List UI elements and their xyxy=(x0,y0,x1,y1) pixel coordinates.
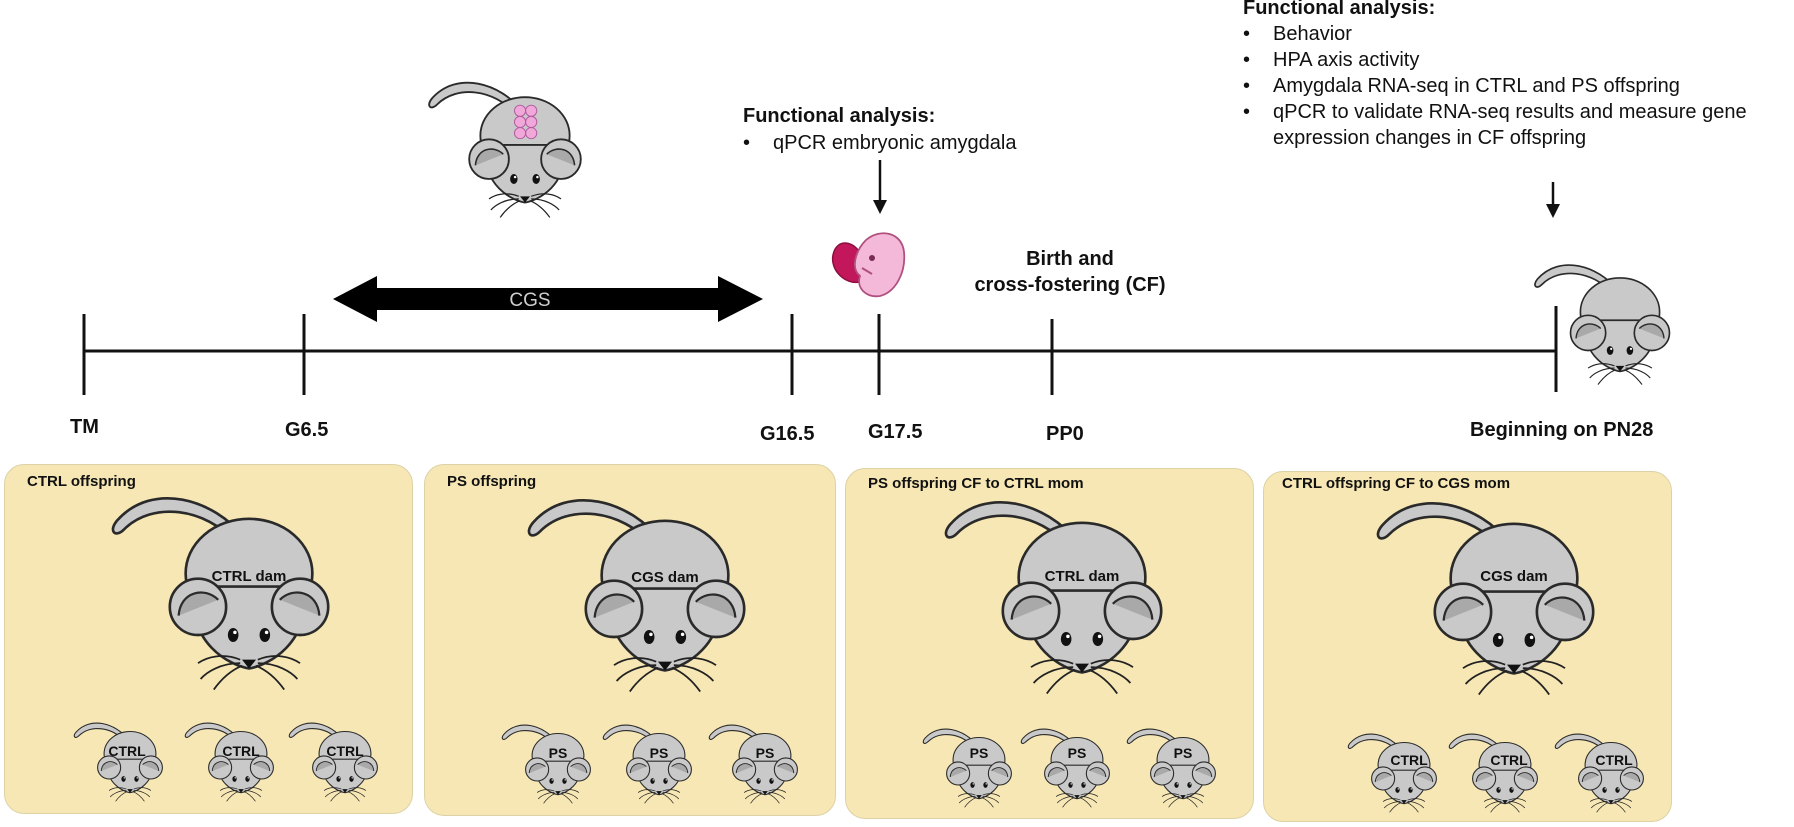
pup-label: CTRL xyxy=(326,743,364,759)
birth-label-line1: Birth and xyxy=(1026,248,1114,270)
pregnant-mouse-icon xyxy=(428,81,582,219)
tick-label-g17_5: G17.5 xyxy=(868,421,923,443)
panel-mice xyxy=(501,498,798,804)
pup-label: PS xyxy=(1173,745,1193,761)
pup-mouse-icon xyxy=(1448,733,1538,813)
pup-label: CTRL xyxy=(1390,752,1428,768)
pup-mouse-icon xyxy=(1126,728,1216,808)
panel-ps-cf-ctrl: PS offspring CF to CTRL mom CTRL dam PS … xyxy=(845,468,1254,819)
tick-label-g16_5: G16.5 xyxy=(760,423,815,445)
postnatal-analysis-item: HPA axis activity xyxy=(1243,47,1791,73)
pup-mouse-icon xyxy=(922,728,1012,808)
embryo-icon xyxy=(831,232,906,298)
pup-mouse-icon xyxy=(501,724,591,804)
dam-label: CGS dam xyxy=(1480,568,1548,585)
postnatal-analysis-block: Functional analysis: Behavior HPA axis a… xyxy=(1243,0,1791,151)
pup-mouse-icon xyxy=(602,724,692,804)
pup-label: CTRL xyxy=(108,743,146,759)
panel-mice xyxy=(1347,501,1644,813)
tick-label-pp0: PP0 xyxy=(1046,423,1084,445)
pup-mouse-icon xyxy=(73,722,163,802)
embryonic-analysis-block: Functional analysis: qPCR embryonic amyg… xyxy=(743,105,1016,156)
pup-mouse-icon xyxy=(708,724,798,804)
cgs-arrow-label: CGS xyxy=(509,290,550,311)
pup-mouse-icon xyxy=(1347,733,1437,813)
postnatal-analysis-title: Functional analysis: xyxy=(1243,0,1436,19)
pup-label: PS xyxy=(1067,745,1087,761)
pup-label: CTRL xyxy=(1490,752,1528,768)
panel-mice xyxy=(73,496,378,802)
pup-label: CTRL xyxy=(222,743,260,759)
panel-ctrl-offspring: CTRL offspring CTRL dam CTRL CTRL CTRL xyxy=(4,464,413,814)
dam-label: CGS dam xyxy=(631,569,699,586)
tick-label-tm: TM xyxy=(70,416,99,438)
birth-cf-label: Birth and cross-fostering (CF) xyxy=(960,246,1180,298)
postnatal-analysis-item: Amygdala RNA-seq in CTRL and PS offsprin… xyxy=(1243,73,1791,99)
panel-mice xyxy=(922,500,1216,808)
pup-label: PS xyxy=(649,745,669,761)
dam-mouse-icon xyxy=(1376,501,1595,696)
pup-label: PS xyxy=(969,745,989,761)
pup-label: PS xyxy=(548,745,568,761)
embryonic-analysis-item: qPCR embryonic amygdala xyxy=(743,130,1016,156)
postnatal-analysis-item: Behavior xyxy=(1243,21,1791,47)
pup-label: PS xyxy=(755,745,775,761)
panel-title: PS offspring CF to CTRL mom xyxy=(868,475,1084,492)
tick-label-pn28: Beginning on PN28 xyxy=(1470,419,1654,441)
dam-mouse-icon xyxy=(944,500,1163,695)
panel-title: CTRL offspring xyxy=(27,473,136,490)
down-arrow-icon xyxy=(873,160,887,214)
down-arrow-icon xyxy=(1546,182,1560,218)
tick-label-g6_5: G6.5 xyxy=(285,419,329,441)
pup-mouse-icon xyxy=(288,722,378,802)
pup-mouse-icon xyxy=(1020,728,1110,808)
embryonic-analysis-title: Functional analysis: xyxy=(743,105,936,127)
panel-ps-offspring: PS offspring CGS dam PS PS PS xyxy=(424,464,836,816)
pup-mouse-icon xyxy=(184,722,274,802)
dam-label: CTRL dam xyxy=(1044,568,1120,585)
dam-mouse-icon xyxy=(527,498,746,693)
pup-mouse-icon xyxy=(1554,733,1644,813)
dam-label: CTRL dam xyxy=(211,568,287,585)
panel-title: PS offspring xyxy=(447,473,537,490)
postnatal-analysis-item: qPCR to validate RNA-seq results and mea… xyxy=(1243,99,1791,151)
birth-label-line2: cross-fostering (CF) xyxy=(974,274,1166,296)
dam-mouse-icon xyxy=(111,496,330,691)
cgs-double-arrow xyxy=(333,276,763,322)
pup-label: CTRL xyxy=(1595,752,1633,768)
panel-ctrl-cf-cgs: CTRL offspring CF to CGS mom CGS dam CTR… xyxy=(1263,471,1672,822)
panel-title: CTRL offspring CF to CGS mom xyxy=(1282,475,1511,492)
